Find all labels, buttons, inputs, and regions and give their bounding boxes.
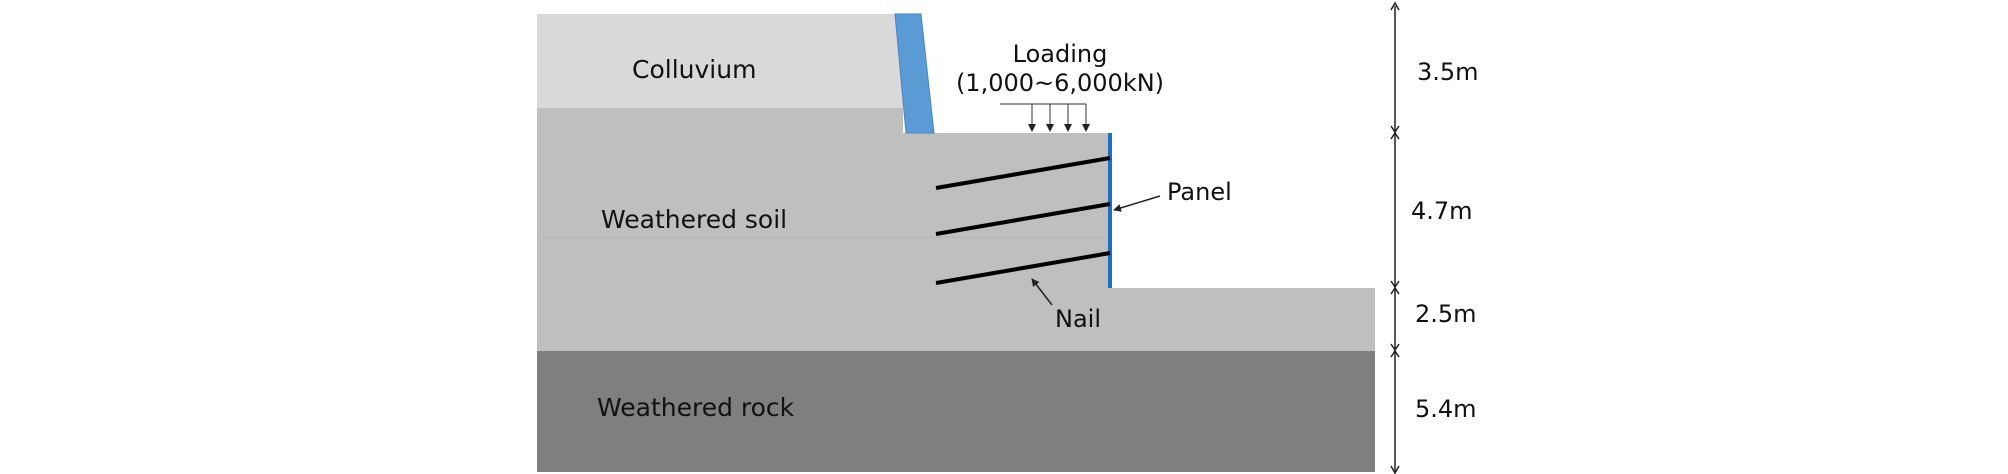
weathered-rock-label: Weathered rock (597, 393, 795, 422)
panel-pointer-arrow (1113, 195, 1161, 212)
dimension-label-lower-soil: 2.5m (1415, 300, 1477, 328)
nail-1 (935, 156, 1111, 190)
nail-label: Nail (1055, 305, 1101, 333)
dimension-line (1390, 1, 1400, 474)
weathered-rock-layer (537, 351, 1375, 472)
dimension-label-weathered-rock: 5.4m (1415, 395, 1477, 423)
nail-2 (935, 202, 1111, 236)
dimension-label-colluvium: 3.5m (1417, 58, 1479, 86)
loading-range: (1,000~6,000kN) (956, 69, 1164, 97)
loading-title: Loading (1013, 40, 1108, 68)
dimension-label-weathered-soil: 4.7m (1411, 197, 1473, 225)
colluvium-layer (537, 14, 903, 108)
loading-arrows (1000, 103, 1090, 132)
retaining-wall (894, 13, 935, 134)
weathered-soil-label: Weathered soil (601, 205, 787, 234)
panel-label: Panel (1167, 178, 1232, 206)
nail-3 (935, 251, 1111, 285)
nail-pointer-arrow (1031, 278, 1053, 306)
colluvium-label: Colluvium (632, 55, 756, 84)
